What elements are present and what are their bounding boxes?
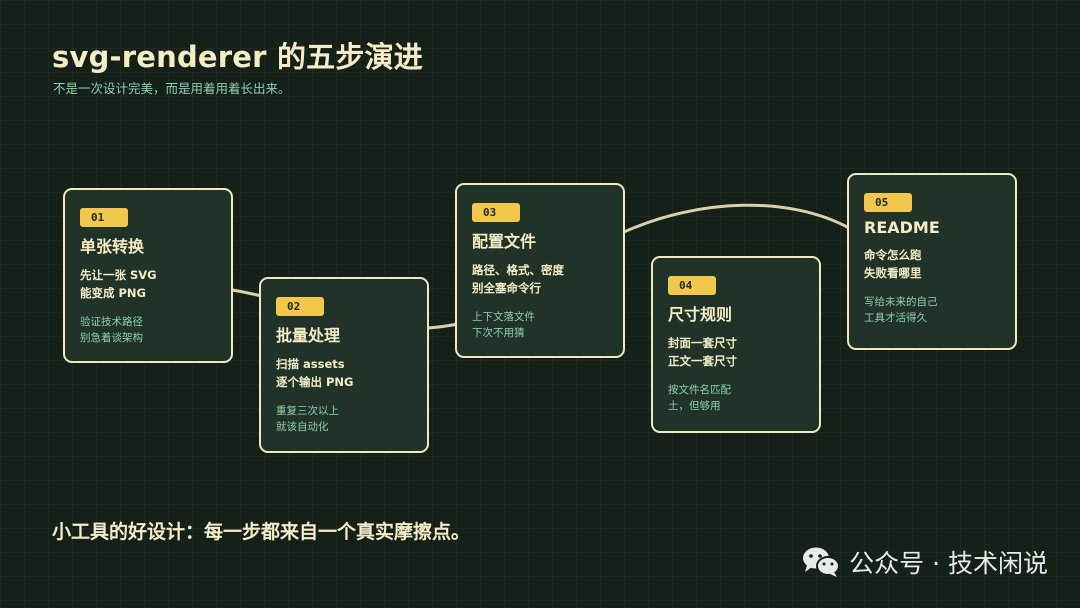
step-title: 批量处理 xyxy=(276,326,341,345)
step-card-02: 02 批量处理 扫描 assets 逐个输出 PNG 重复三次以上 就该自动化 xyxy=(259,277,429,453)
wechat-icon xyxy=(803,547,841,577)
account-watermark: 公众号 · 技术闲说 xyxy=(801,544,1048,580)
step-card-05: 05 README 命令怎么跑 失败看哪里 写给未来的自己 工具才活得久 xyxy=(847,173,1017,350)
step-title: README xyxy=(864,218,940,237)
step-card-04: 04 尺寸规则 封面一套尺寸 正文一套尺寸 按文件名匹配 土，但够用 xyxy=(651,256,821,433)
step-card-03: 03 配置文件 路径、格式、密度 别全塞命令行 上下文落文件 下次不用猜 xyxy=(455,183,625,358)
step-card-01: 01 单张转换 先让一张 SVG 能变成 PNG 验证技术路径 别急着谈架构 xyxy=(63,188,233,363)
step-note: 重复三次以上 就该自动化 xyxy=(276,405,339,433)
step-note: 上下文落文件 下次不用猜 xyxy=(472,311,535,339)
step-description: 扫描 assets 逐个输出 PNG xyxy=(276,357,354,389)
footer-summary: 小工具的好设计：每一步都来自一个真实摩擦点。 xyxy=(52,521,471,543)
step-number-badge: 04 xyxy=(668,276,716,295)
step-number-badge: 02 xyxy=(276,297,324,316)
step-title: 单张转换 xyxy=(80,237,145,256)
connector-01-02 xyxy=(231,288,263,298)
step-title: 配置文件 xyxy=(472,232,537,251)
step-title: 尺寸规则 xyxy=(668,305,733,324)
step-note: 写给未来的自己 工具才活得久 xyxy=(864,296,938,324)
step-number-badge: 03 xyxy=(472,203,520,222)
step-description: 命令怎么跑 失败看哪里 xyxy=(864,248,922,280)
step-note: 按文件名匹配 土，但够用 xyxy=(668,384,731,412)
connector-03-05 xyxy=(623,203,850,234)
connector-02-03 xyxy=(427,322,459,330)
step-note: 验证技术路径 别急着谈架构 xyxy=(80,316,143,344)
page-subtitle: 不是一次设计完美，而是用着用着长出来。 xyxy=(53,81,291,96)
step-number-badge: 01 xyxy=(80,208,128,227)
step-description: 先让一张 SVG 能变成 PNG xyxy=(80,268,157,300)
step-description: 路径、格式、密度 别全塞命令行 xyxy=(472,263,564,295)
step-number-badge: 05 xyxy=(864,193,912,212)
page-title: svg-renderer 的五步演进 xyxy=(52,40,423,74)
step-description: 封面一套尺寸 正文一套尺寸 xyxy=(668,336,737,368)
watermark-text: 公众号 · 技术闲说 xyxy=(849,549,1048,578)
